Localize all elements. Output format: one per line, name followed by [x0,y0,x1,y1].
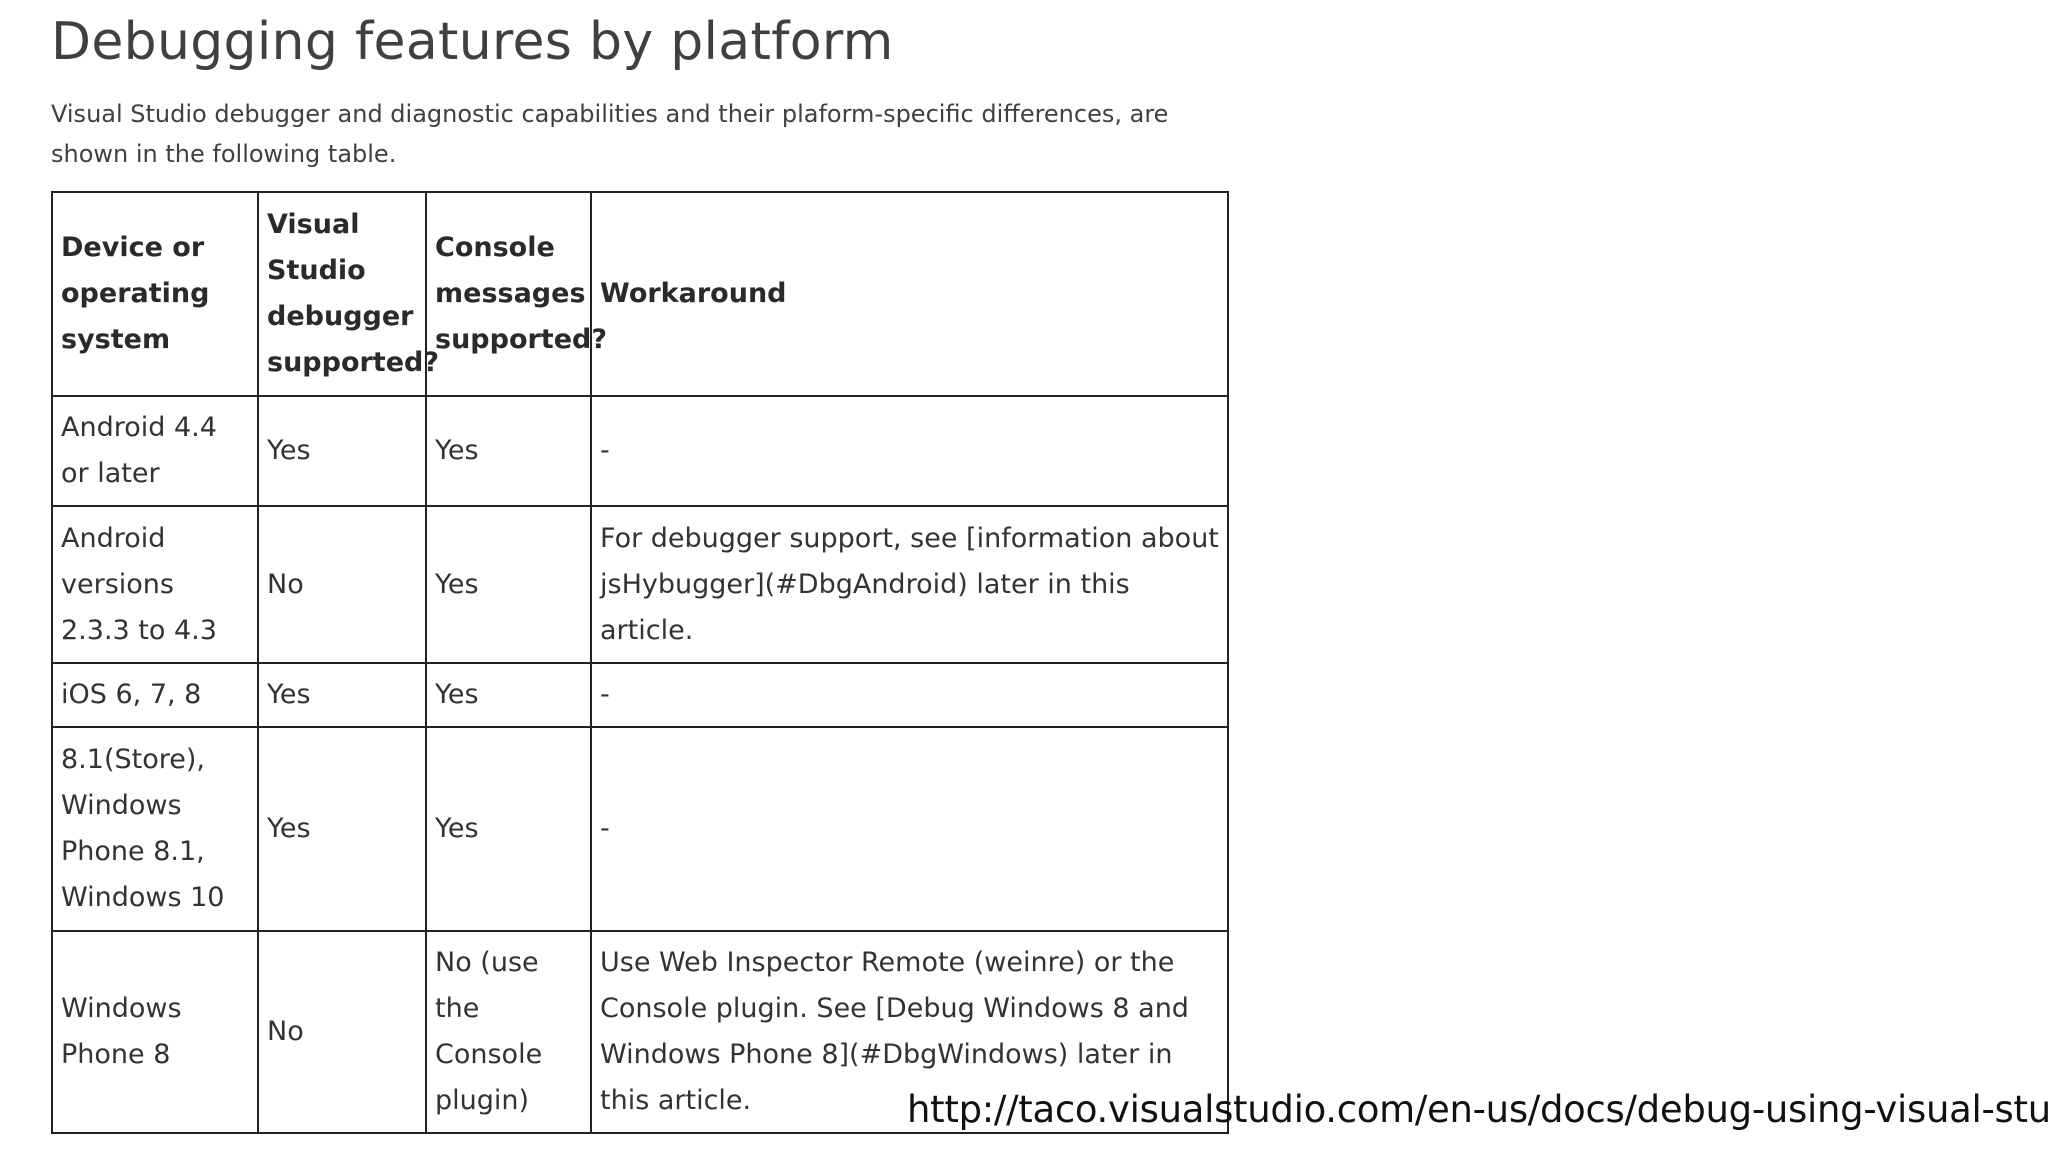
cell-workaround: For debugger support, see [information a… [590,505,1229,664]
table-row: 8.1(Store), Windows Phone 8.1, Windows 1… [51,726,1229,932]
cell-workaround: - [590,726,1229,932]
header-row: Device or operating system Visual Studio… [51,191,1229,397]
table-header: Device or operating system Visual Studio… [51,191,1229,397]
cell-debugger: No [257,930,427,1134]
cell-device: Android versions 2.3.3 to 4.3 [51,505,259,664]
table-row: iOS 6, 7, 8 Yes Yes - [51,662,1229,728]
cell-device: Android 4.4 or later [51,395,259,507]
cell-workaround: - [590,395,1229,507]
table-body: Android 4.4 or later Yes Yes - Android v… [51,395,1229,1134]
intro-paragraph: Visual Studio debugger and diagnostic ca… [51,100,1169,168]
header-device: Device or operating system [51,191,259,397]
cell-console: Yes [425,726,592,932]
cell-debugger: Yes [257,662,427,728]
cell-debugger: Yes [257,395,427,507]
cell-workaround: Use Web Inspector Remote (weinre) or the… [590,930,1229,1134]
source-url-caption: http://taco.visualstudio.com/en-us/docs/… [907,1088,2048,1131]
cell-console: Yes [425,505,592,664]
cell-device: 8.1(Store), Windows Phone 8.1, Windows 1… [51,726,259,932]
table-row: Android 4.4 or later Yes Yes - [51,395,1229,507]
table-row: Windows Phone 8 No No (use the Console p… [51,930,1229,1134]
table-row: Android versions 2.3.3 to 4.3 No Yes For… [51,505,1229,664]
cell-debugger: No [257,505,427,664]
header-console: Console messages supported? [425,191,607,397]
header-workaround: Workaround [590,191,1229,397]
cell-device: iOS 6, 7, 8 [51,662,259,728]
platform-features-table: Device or operating system Visual Studio… [51,191,1229,1134]
cell-console: No (use the Console plugin) [425,930,592,1134]
page-title: Debugging features by platform [51,12,894,72]
cell-workaround: - [590,662,1229,728]
cell-console: Yes [425,662,592,728]
cell-debugger: Yes [257,726,427,932]
cell-device: Windows Phone 8 [51,930,259,1134]
cell-console: Yes [425,395,592,507]
header-debugger: Visual Studio debugger supported? [257,191,439,397]
